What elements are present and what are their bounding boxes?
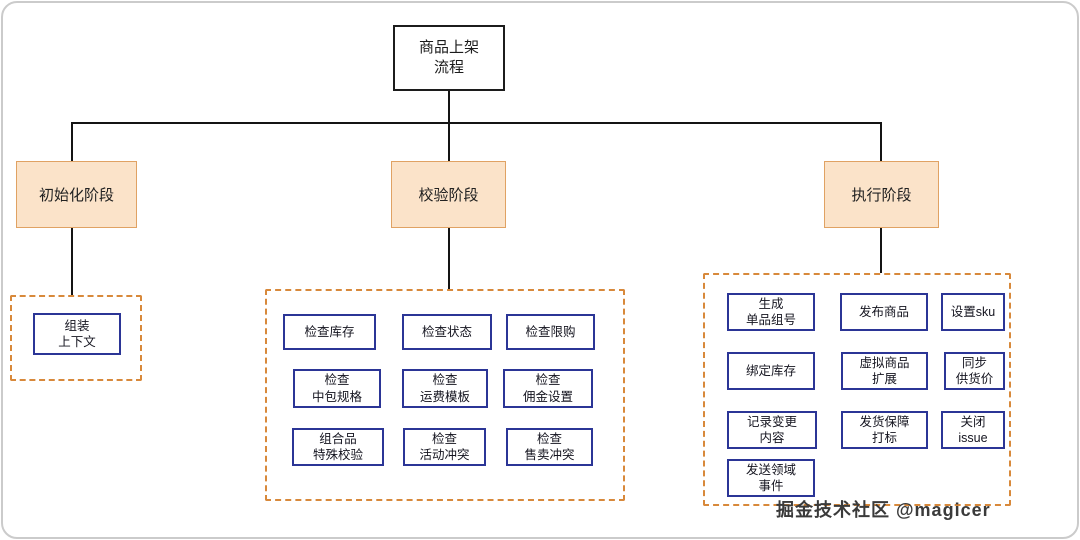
node-check-inventory: 检查库存 bbox=[283, 314, 376, 350]
node-check-sale-conflict: 检查 售卖冲突 bbox=[506, 428, 593, 466]
watermark-text: 掘金技术社区 @magicer bbox=[776, 500, 991, 520]
node-bind-inventory: 绑定库存 bbox=[727, 352, 815, 390]
connector-execute-group bbox=[880, 228, 882, 273]
node-check-shipping-template: 检查 运费模板 bbox=[402, 369, 488, 408]
connector-horizontal bbox=[71, 122, 882, 124]
node-virtual-extension: 虚拟商品 扩展 bbox=[841, 352, 928, 390]
node-check-activity-conflict: 检查 活动冲突 bbox=[403, 428, 486, 466]
connector-root-down bbox=[448, 91, 450, 124]
node-record-changes: 记录变更 内容 bbox=[727, 411, 817, 449]
phase-validate: 校验阶段 bbox=[391, 161, 506, 228]
connector-init-stub bbox=[71, 122, 73, 162]
node-check-purchase-limit: 检查限购 bbox=[506, 314, 595, 350]
node-generate-group-no: 生成 单品组号 bbox=[727, 293, 815, 331]
connector-validate-stub bbox=[448, 122, 450, 162]
node-check-status: 检查状态 bbox=[402, 314, 492, 350]
node-set-sku: 设置sku bbox=[941, 293, 1005, 331]
group-execute bbox=[703, 273, 1011, 506]
connector-init-group bbox=[71, 228, 73, 295]
group-validate bbox=[265, 289, 625, 501]
connector-execute-stub bbox=[880, 122, 882, 162]
node-assemble-context: 组装 上下文 bbox=[33, 313, 121, 355]
phase-execute: 执行阶段 bbox=[824, 161, 939, 228]
node-check-pack-spec: 检查 中包规格 bbox=[293, 369, 381, 408]
phase-init: 初始化阶段 bbox=[16, 161, 137, 228]
node-send-domain-event: 发送领域 事件 bbox=[727, 459, 815, 497]
node-delivery-marking: 发货保障 打标 bbox=[841, 411, 928, 449]
node-close-issue: 关闭 issue bbox=[941, 411, 1005, 449]
group-init bbox=[10, 295, 142, 381]
node-publish-product: 发布商品 bbox=[840, 293, 928, 331]
connector-validate-group bbox=[448, 228, 450, 289]
root-node: 商品上架 流程 bbox=[393, 25, 505, 91]
node-sync-supply-price: 同步 供货价 bbox=[944, 352, 1005, 390]
node-check-commission: 检查 佣金设置 bbox=[503, 369, 593, 408]
node-combo-special-check: 组合品 特殊校验 bbox=[292, 428, 384, 466]
